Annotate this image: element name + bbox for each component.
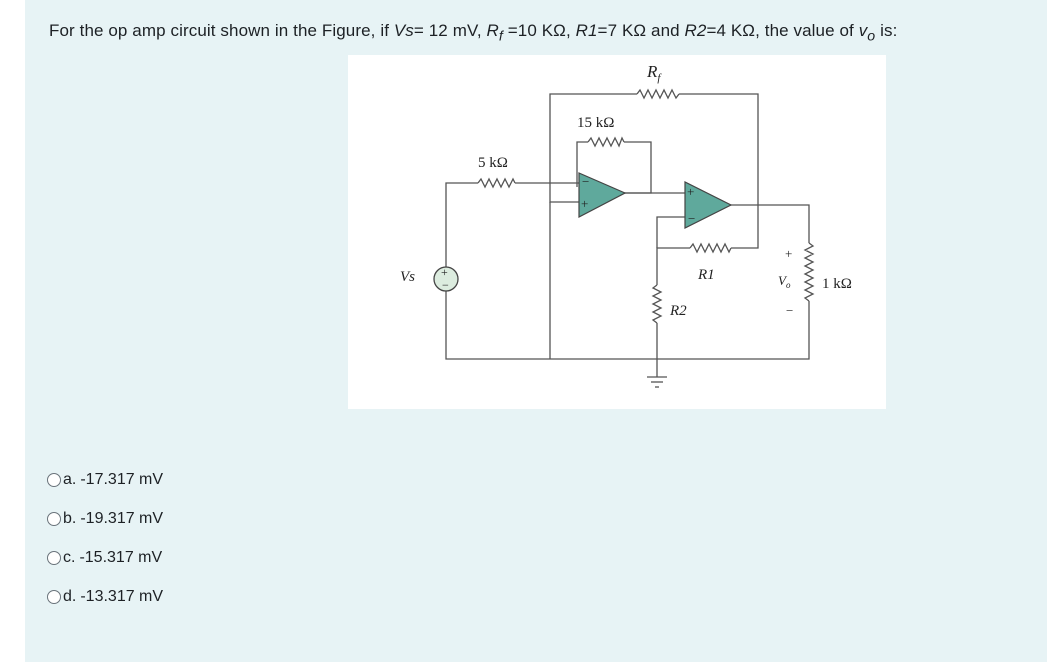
vs-minus: − <box>442 278 449 292</box>
answer-option-a[interactable]: a. -17.317 mV <box>47 468 163 492</box>
label-vo-plus: + <box>785 246 792 261</box>
q-r2-value: =4 KΩ, the value of <box>706 21 859 40</box>
q-vo-sub: o <box>867 28 876 45</box>
question-prefix: For the op amp circuit shown in the Figu… <box>49 21 394 40</box>
q-vs-label: Vs <box>393 21 414 40</box>
answer-d-letter: d. <box>63 588 77 605</box>
q-rf-value: =10 KΩ, <box>502 21 576 40</box>
label-15k: 15 kΩ <box>577 115 614 131</box>
ground-icon <box>647 376 667 388</box>
radio-d[interactable] <box>47 590 61 604</box>
answer-option-d[interactable]: d. -13.317 mV <box>47 585 163 609</box>
q-r1-label: R1 <box>575 21 598 40</box>
q-r1-value: =7 KΩ and <box>597 21 685 40</box>
answer-option-c[interactable]: c. -15.317 mV <box>47 546 163 570</box>
q-rf-sub: f <box>498 28 503 45</box>
q-vo-label: v <box>858 21 868 40</box>
circuit-figure: − + + − + − Rf 15 kΩ 5 kΩ Vs R1 R2 + Vo … <box>348 55 886 409</box>
answer-a-letter: a. <box>63 471 77 488</box>
resistor-15k <box>587 136 625 148</box>
opamp-2: + − <box>684 181 733 229</box>
resistor-1k <box>803 242 815 302</box>
label-1k: 1 kΩ <box>822 276 852 292</box>
answer-option-b[interactable]: b. -19.317 mV <box>47 507 163 531</box>
answer-b-value: -19.317 mV <box>80 510 164 527</box>
answer-list: a. -17.317 mV b. -19.317 mV c. -15.317 m… <box>47 468 163 624</box>
radio-c[interactable] <box>47 551 61 565</box>
opamp1-plus: + <box>581 196 588 211</box>
label-vo: Vo <box>778 273 791 290</box>
label-vo-minus: − <box>786 303 793 318</box>
q-r2-label: R2 <box>684 21 707 40</box>
resistor-rf <box>636 88 680 100</box>
label-r1: R1 <box>697 267 715 283</box>
voltage-source: + − <box>433 265 459 292</box>
opamp2-minus: − <box>688 211 695 226</box>
label-5k: 5 kΩ <box>478 155 508 171</box>
circuit-wires <box>445 93 810 377</box>
q-vs-value: = 12 mV, <box>413 21 487 40</box>
answer-d-value: -13.317 mV <box>80 588 164 605</box>
answer-c-value: -15.317 mV <box>79 549 163 566</box>
label-vs: Vs <box>400 269 415 285</box>
answer-b-letter: b. <box>63 510 77 527</box>
vs-plus: + <box>441 265 448 279</box>
opamp2-plus: + <box>687 184 694 199</box>
answer-a-value: -17.317 mV <box>80 471 164 488</box>
answer-c-letter: c. <box>63 549 76 566</box>
radio-b[interactable] <box>47 512 61 526</box>
resistor-r2 <box>651 284 663 324</box>
q-rf-label: R <box>486 21 499 40</box>
q-suffix: is: <box>875 21 898 40</box>
resistor-r1 <box>689 242 732 254</box>
question-text: For the op amp circuit shown in the Figu… <box>49 21 897 44</box>
resistor-5k <box>477 177 516 189</box>
opamp-1: − + <box>578 172 627 218</box>
radio-a[interactable] <box>47 473 61 487</box>
label-rf: Rf <box>646 62 662 84</box>
opamp1-minus: − <box>582 174 589 189</box>
label-r2: R2 <box>669 303 687 319</box>
circuit-diagram: − + + − + − Rf 15 kΩ 5 kΩ Vs R1 R2 + Vo … <box>400 62 852 388</box>
